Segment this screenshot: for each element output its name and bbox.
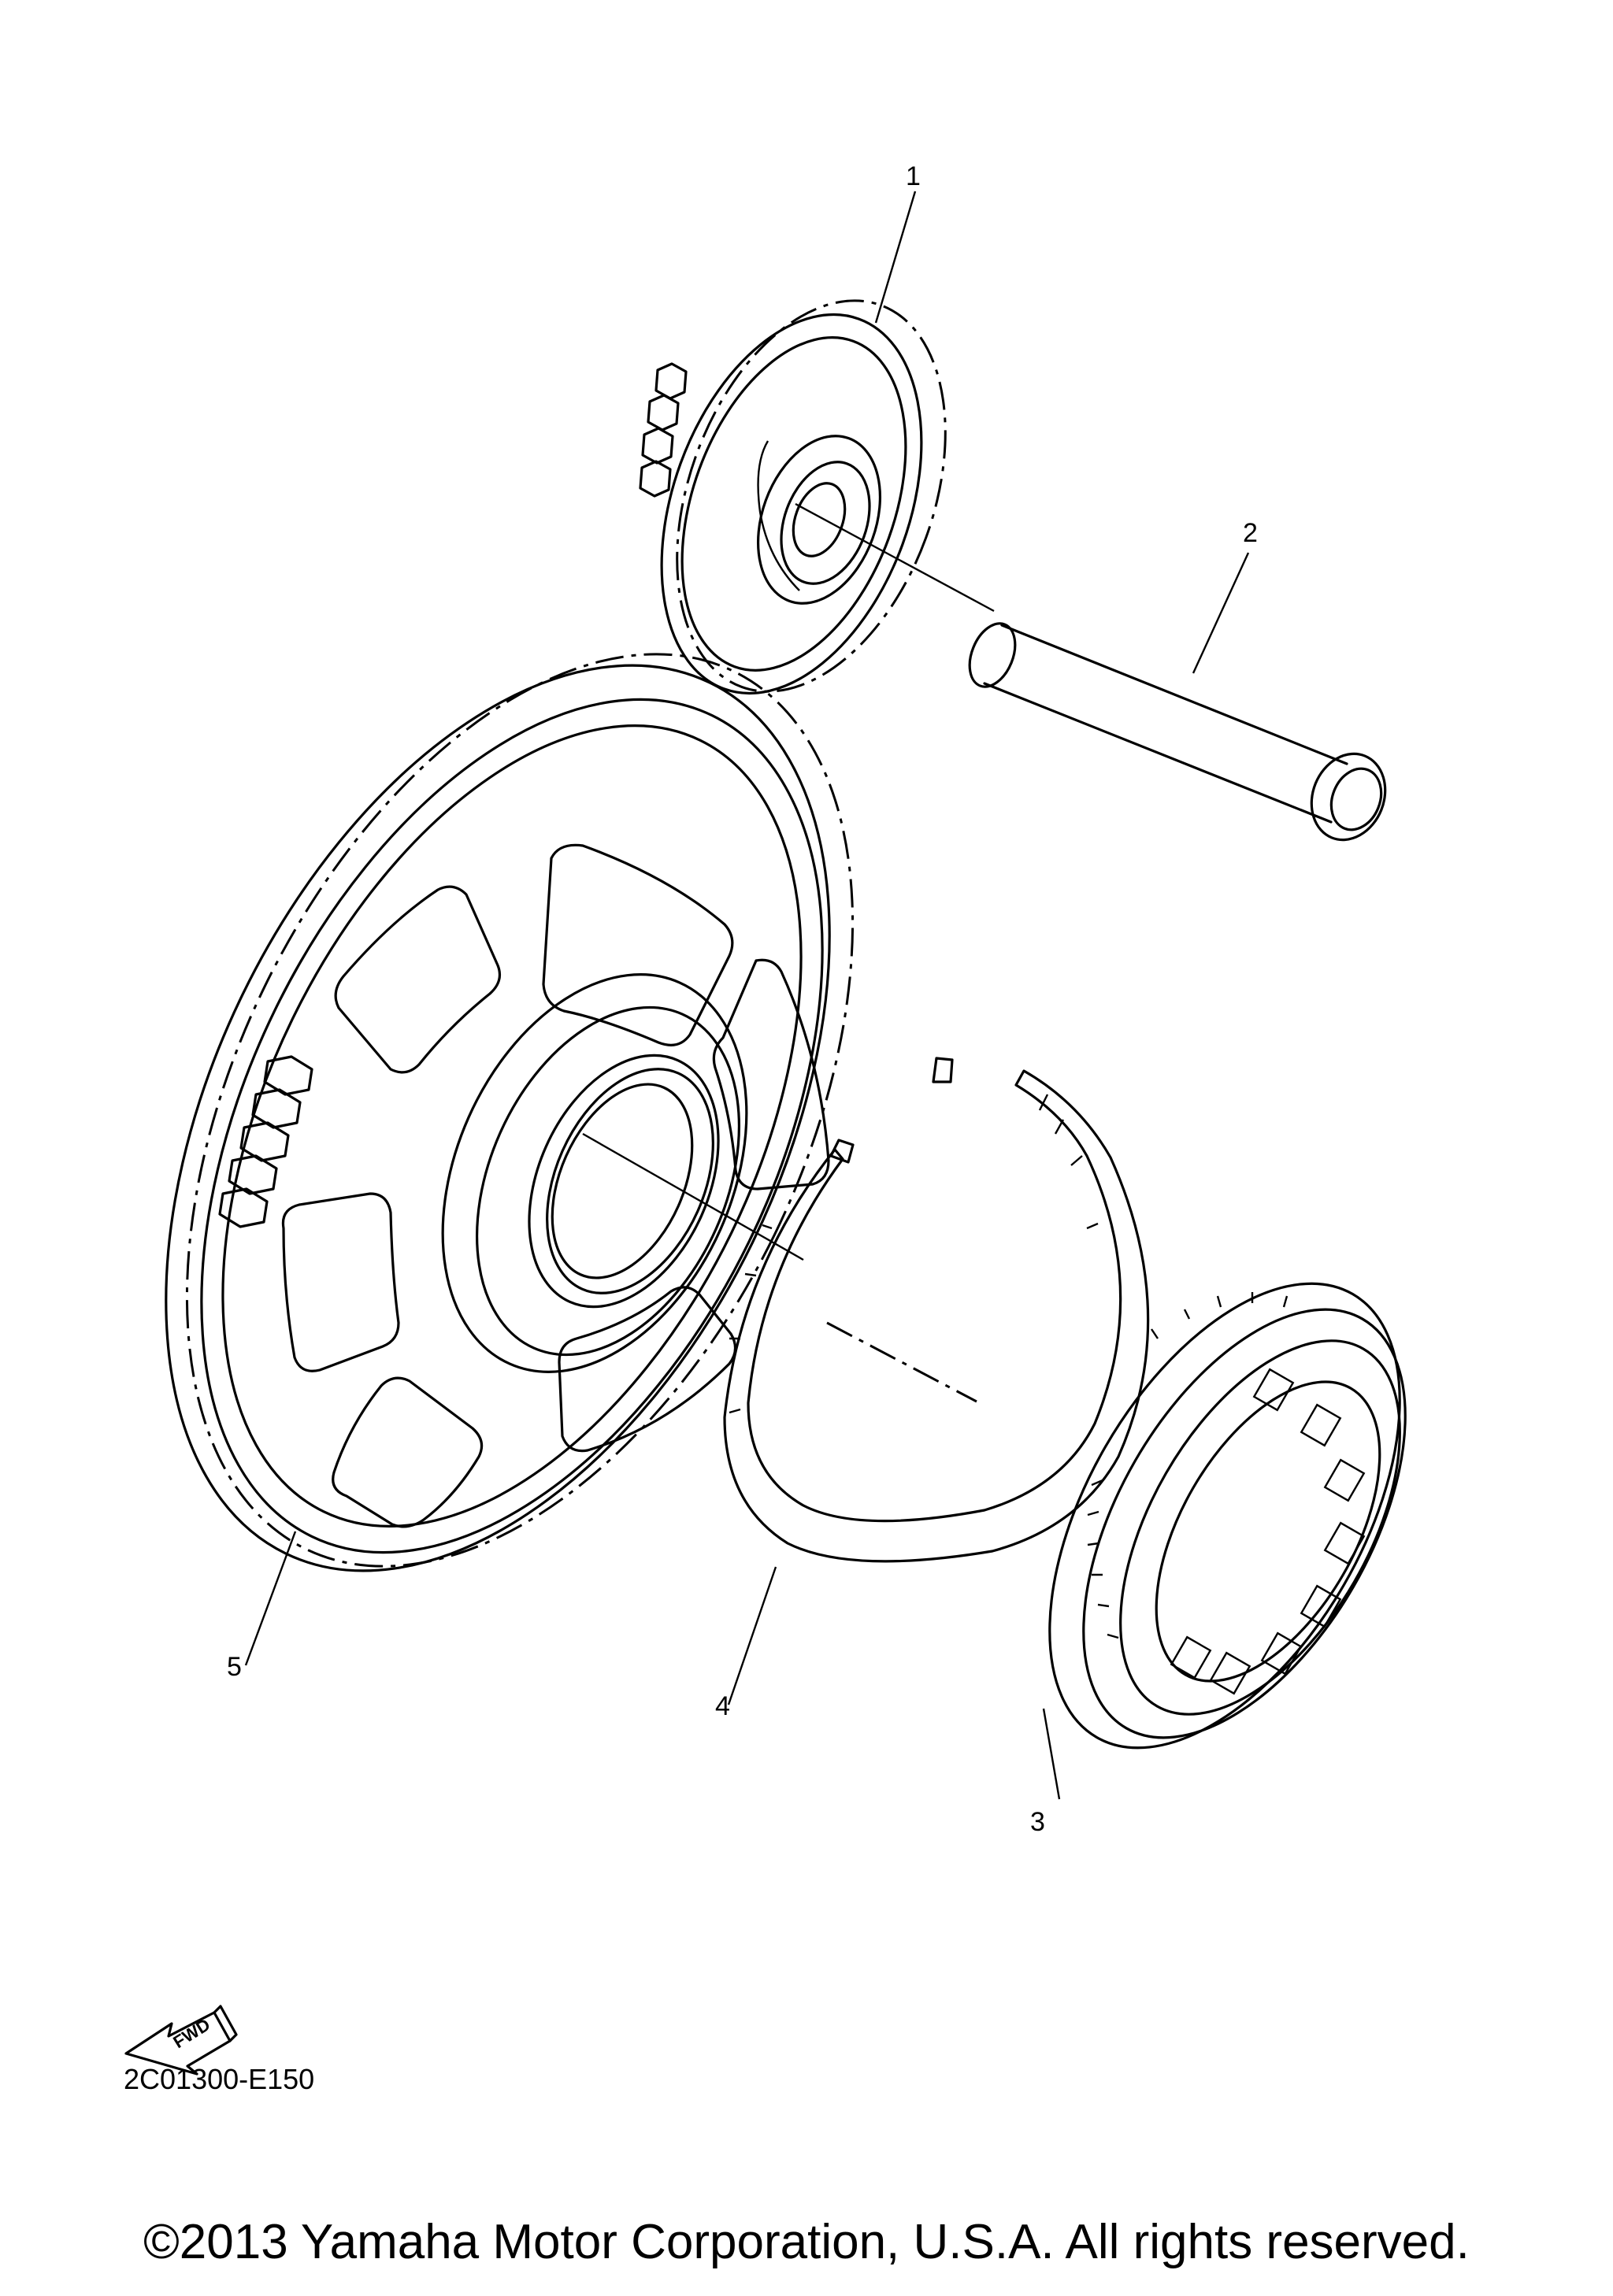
part-2-shaft [968,622,1387,842]
callout-1: 1 [906,161,921,191]
axis-line [582,1132,804,1261]
part-1-idle-gear [639,299,947,695]
axis-line-dashed [826,1321,977,1403]
callout-2: 2 [1243,518,1258,548]
axis-line [795,502,995,613]
part-5-starter-wheel-gear [165,653,855,1572]
part-3-one-way-clutch [1048,1282,1407,1750]
copyright-notice: ©2013 Yamaha Motor Corporation, U.S.A. A… [143,2215,1470,2269]
diagram-code: 2C01300-E150 [124,2063,315,2095]
callout-5: 5 [227,1652,242,1682]
leader-lines [244,191,1250,1800]
callout-3: 3 [1030,1807,1045,1837]
callout-4: 4 [715,1691,730,1721]
part-4-plate-washer [723,1057,1150,1563]
